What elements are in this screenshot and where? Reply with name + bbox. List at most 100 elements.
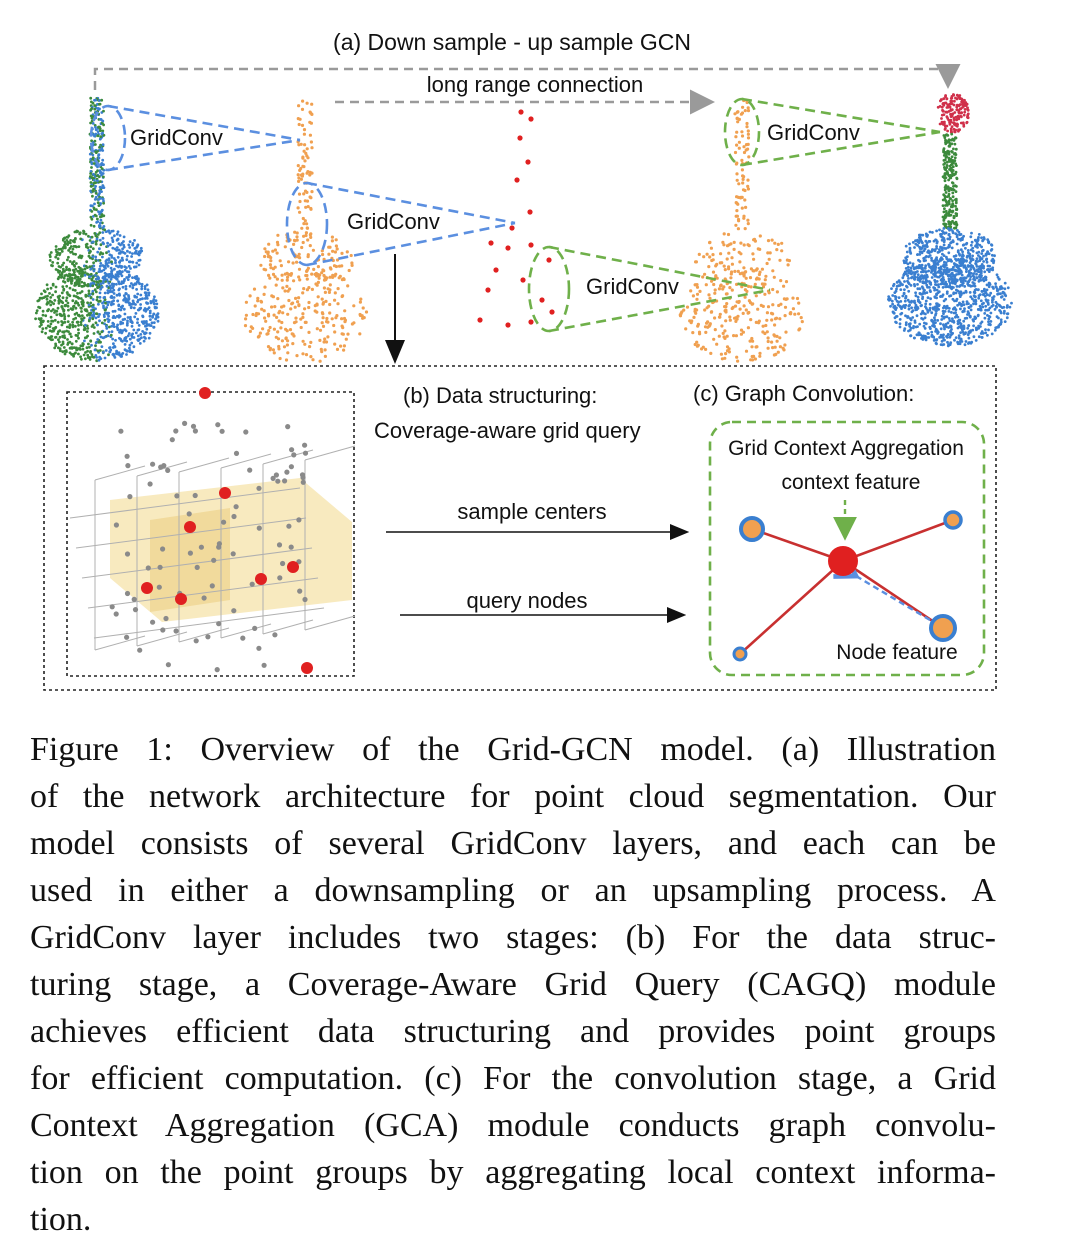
point xyxy=(737,140,742,144)
grid-line xyxy=(304,615,356,631)
point xyxy=(101,143,105,147)
point xyxy=(887,295,891,298)
grid-line xyxy=(262,619,314,635)
point xyxy=(791,307,796,311)
point xyxy=(292,334,296,338)
point xyxy=(277,344,281,349)
point xyxy=(309,355,313,359)
point xyxy=(96,220,100,224)
point xyxy=(83,281,86,285)
point xyxy=(972,335,976,339)
point xyxy=(100,167,104,171)
point xyxy=(745,125,749,129)
point xyxy=(330,235,334,239)
grid-line xyxy=(69,487,301,519)
point xyxy=(48,253,52,257)
point xyxy=(746,132,751,136)
point xyxy=(987,308,991,312)
point xyxy=(154,299,158,302)
point xyxy=(745,100,749,105)
point xyxy=(340,264,344,268)
point xyxy=(141,297,144,301)
graph-edges xyxy=(739,518,954,655)
point xyxy=(768,251,772,255)
sparse-point xyxy=(520,277,526,283)
point xyxy=(998,304,1002,308)
point xyxy=(274,283,278,287)
point xyxy=(336,302,340,306)
point xyxy=(959,233,963,236)
point xyxy=(59,265,62,269)
point xyxy=(918,322,922,326)
point xyxy=(949,127,953,131)
caption-line: of the network architecture for point cl… xyxy=(30,778,996,815)
point xyxy=(939,295,942,298)
point xyxy=(981,248,985,252)
point xyxy=(155,302,159,306)
point xyxy=(53,318,57,322)
query-node xyxy=(190,423,197,429)
point xyxy=(735,209,739,213)
point xyxy=(1000,295,1004,298)
point xyxy=(729,272,733,276)
point xyxy=(961,300,965,304)
point xyxy=(115,246,119,249)
point xyxy=(136,334,140,338)
point xyxy=(113,309,117,313)
point xyxy=(78,291,82,295)
point xyxy=(43,290,47,294)
point xyxy=(103,271,107,275)
point xyxy=(305,222,309,226)
point xyxy=(259,299,263,303)
point xyxy=(720,357,725,361)
point xyxy=(987,317,991,321)
point xyxy=(324,299,328,303)
sparse-point xyxy=(517,135,523,141)
point xyxy=(74,237,77,240)
point xyxy=(924,264,928,268)
point xyxy=(291,342,295,346)
point xyxy=(108,350,112,354)
point xyxy=(724,352,728,356)
point xyxy=(913,278,917,281)
point xyxy=(149,318,152,321)
sparse-point xyxy=(525,159,531,165)
point xyxy=(950,150,953,153)
point xyxy=(308,345,312,349)
point xyxy=(297,104,301,108)
point xyxy=(115,238,119,242)
point xyxy=(981,278,985,282)
point xyxy=(993,254,996,258)
gca-label: Grid Context Aggregation xyxy=(728,437,964,460)
point xyxy=(61,263,64,267)
point xyxy=(302,128,307,132)
point xyxy=(66,320,70,323)
point xyxy=(740,111,745,115)
point xyxy=(73,312,77,316)
point xyxy=(97,156,101,160)
point xyxy=(916,253,919,256)
point xyxy=(89,170,93,173)
point xyxy=(305,269,309,273)
point xyxy=(121,321,125,325)
point xyxy=(101,185,105,189)
point xyxy=(964,340,968,343)
point xyxy=(719,352,724,356)
point xyxy=(980,289,984,293)
point xyxy=(117,280,120,284)
point xyxy=(955,105,959,109)
point xyxy=(137,253,141,257)
point xyxy=(79,320,83,324)
point xyxy=(98,313,101,316)
query-node xyxy=(150,619,156,625)
point xyxy=(909,269,913,272)
point xyxy=(942,299,946,303)
point xyxy=(901,294,905,298)
point xyxy=(962,113,966,117)
point xyxy=(147,293,151,297)
point xyxy=(960,325,964,329)
point xyxy=(776,242,780,246)
point xyxy=(93,134,96,138)
point xyxy=(98,185,102,189)
point xyxy=(301,312,305,316)
